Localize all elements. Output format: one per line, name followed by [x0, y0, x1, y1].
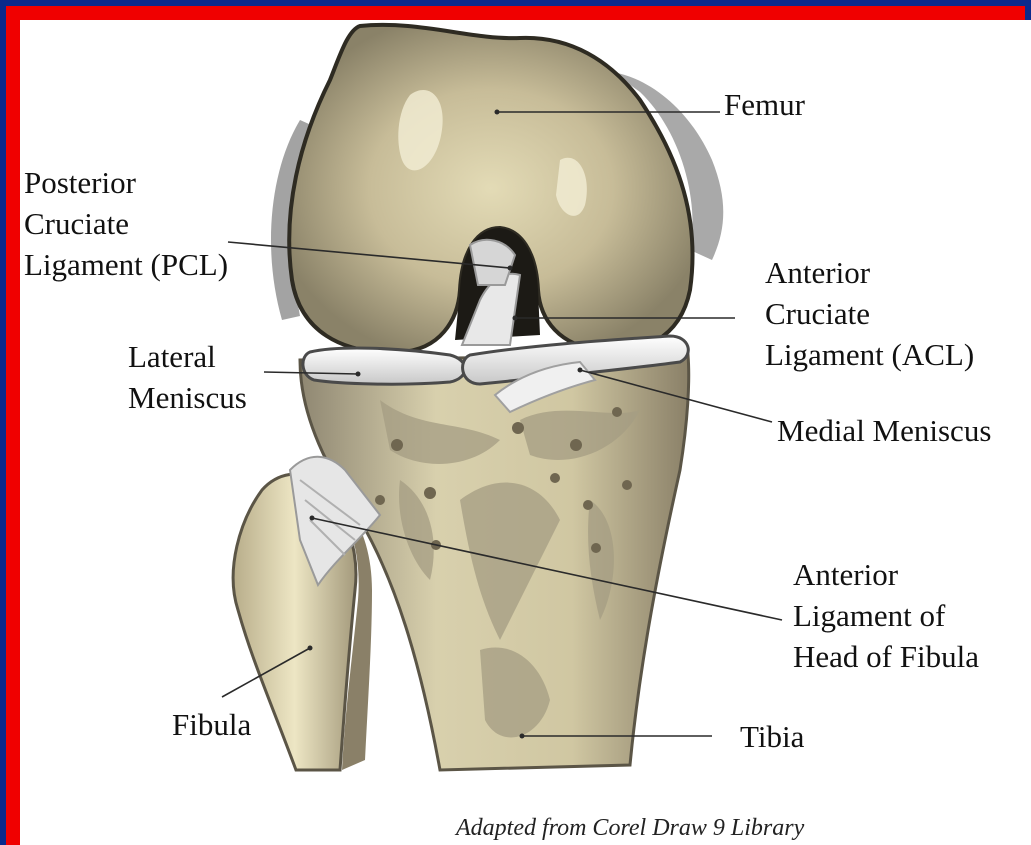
label-line: Cruciate	[765, 293, 974, 334]
label-medial-meniscus: Medial Meniscus	[777, 410, 991, 451]
lateral-meniscus-shape	[303, 348, 465, 384]
label-line: Anterior	[765, 252, 974, 293]
label-femur: Femur	[724, 84, 805, 125]
pcl-ligament	[470, 240, 515, 285]
label-line: Meniscus	[128, 377, 247, 418]
label-line: Medial Meniscus	[777, 410, 991, 451]
label-acl: Anterior Cruciate Ligament (ACL)	[765, 252, 974, 375]
label-line: Cruciate	[24, 203, 228, 244]
label-lateral-meniscus: Lateral Meniscus	[128, 336, 247, 418]
label-line: Femur	[724, 84, 805, 125]
label-fibula-ligament: Anterior Ligament of Head of Fibula	[793, 554, 979, 677]
label-line: Fibula	[172, 704, 251, 745]
label-line: Ligament of	[793, 595, 979, 636]
label-tibia: Tibia	[740, 716, 804, 757]
label-line: Posterior	[24, 162, 228, 203]
image-credit: Adapted from Corel Draw 9 Library	[456, 815, 804, 842]
label-line: Head of Fibula	[793, 636, 979, 677]
label-line: Ligament (PCL)	[24, 244, 228, 285]
label-line: Lateral	[128, 336, 247, 377]
label-line: Ligament (ACL)	[765, 334, 974, 375]
label-line: Anterior	[793, 554, 979, 595]
label-pcl: Posterior Cruciate Ligament (PCL)	[24, 162, 228, 285]
label-line: Tibia	[740, 716, 804, 757]
label-fibula: Fibula	[172, 704, 251, 745]
